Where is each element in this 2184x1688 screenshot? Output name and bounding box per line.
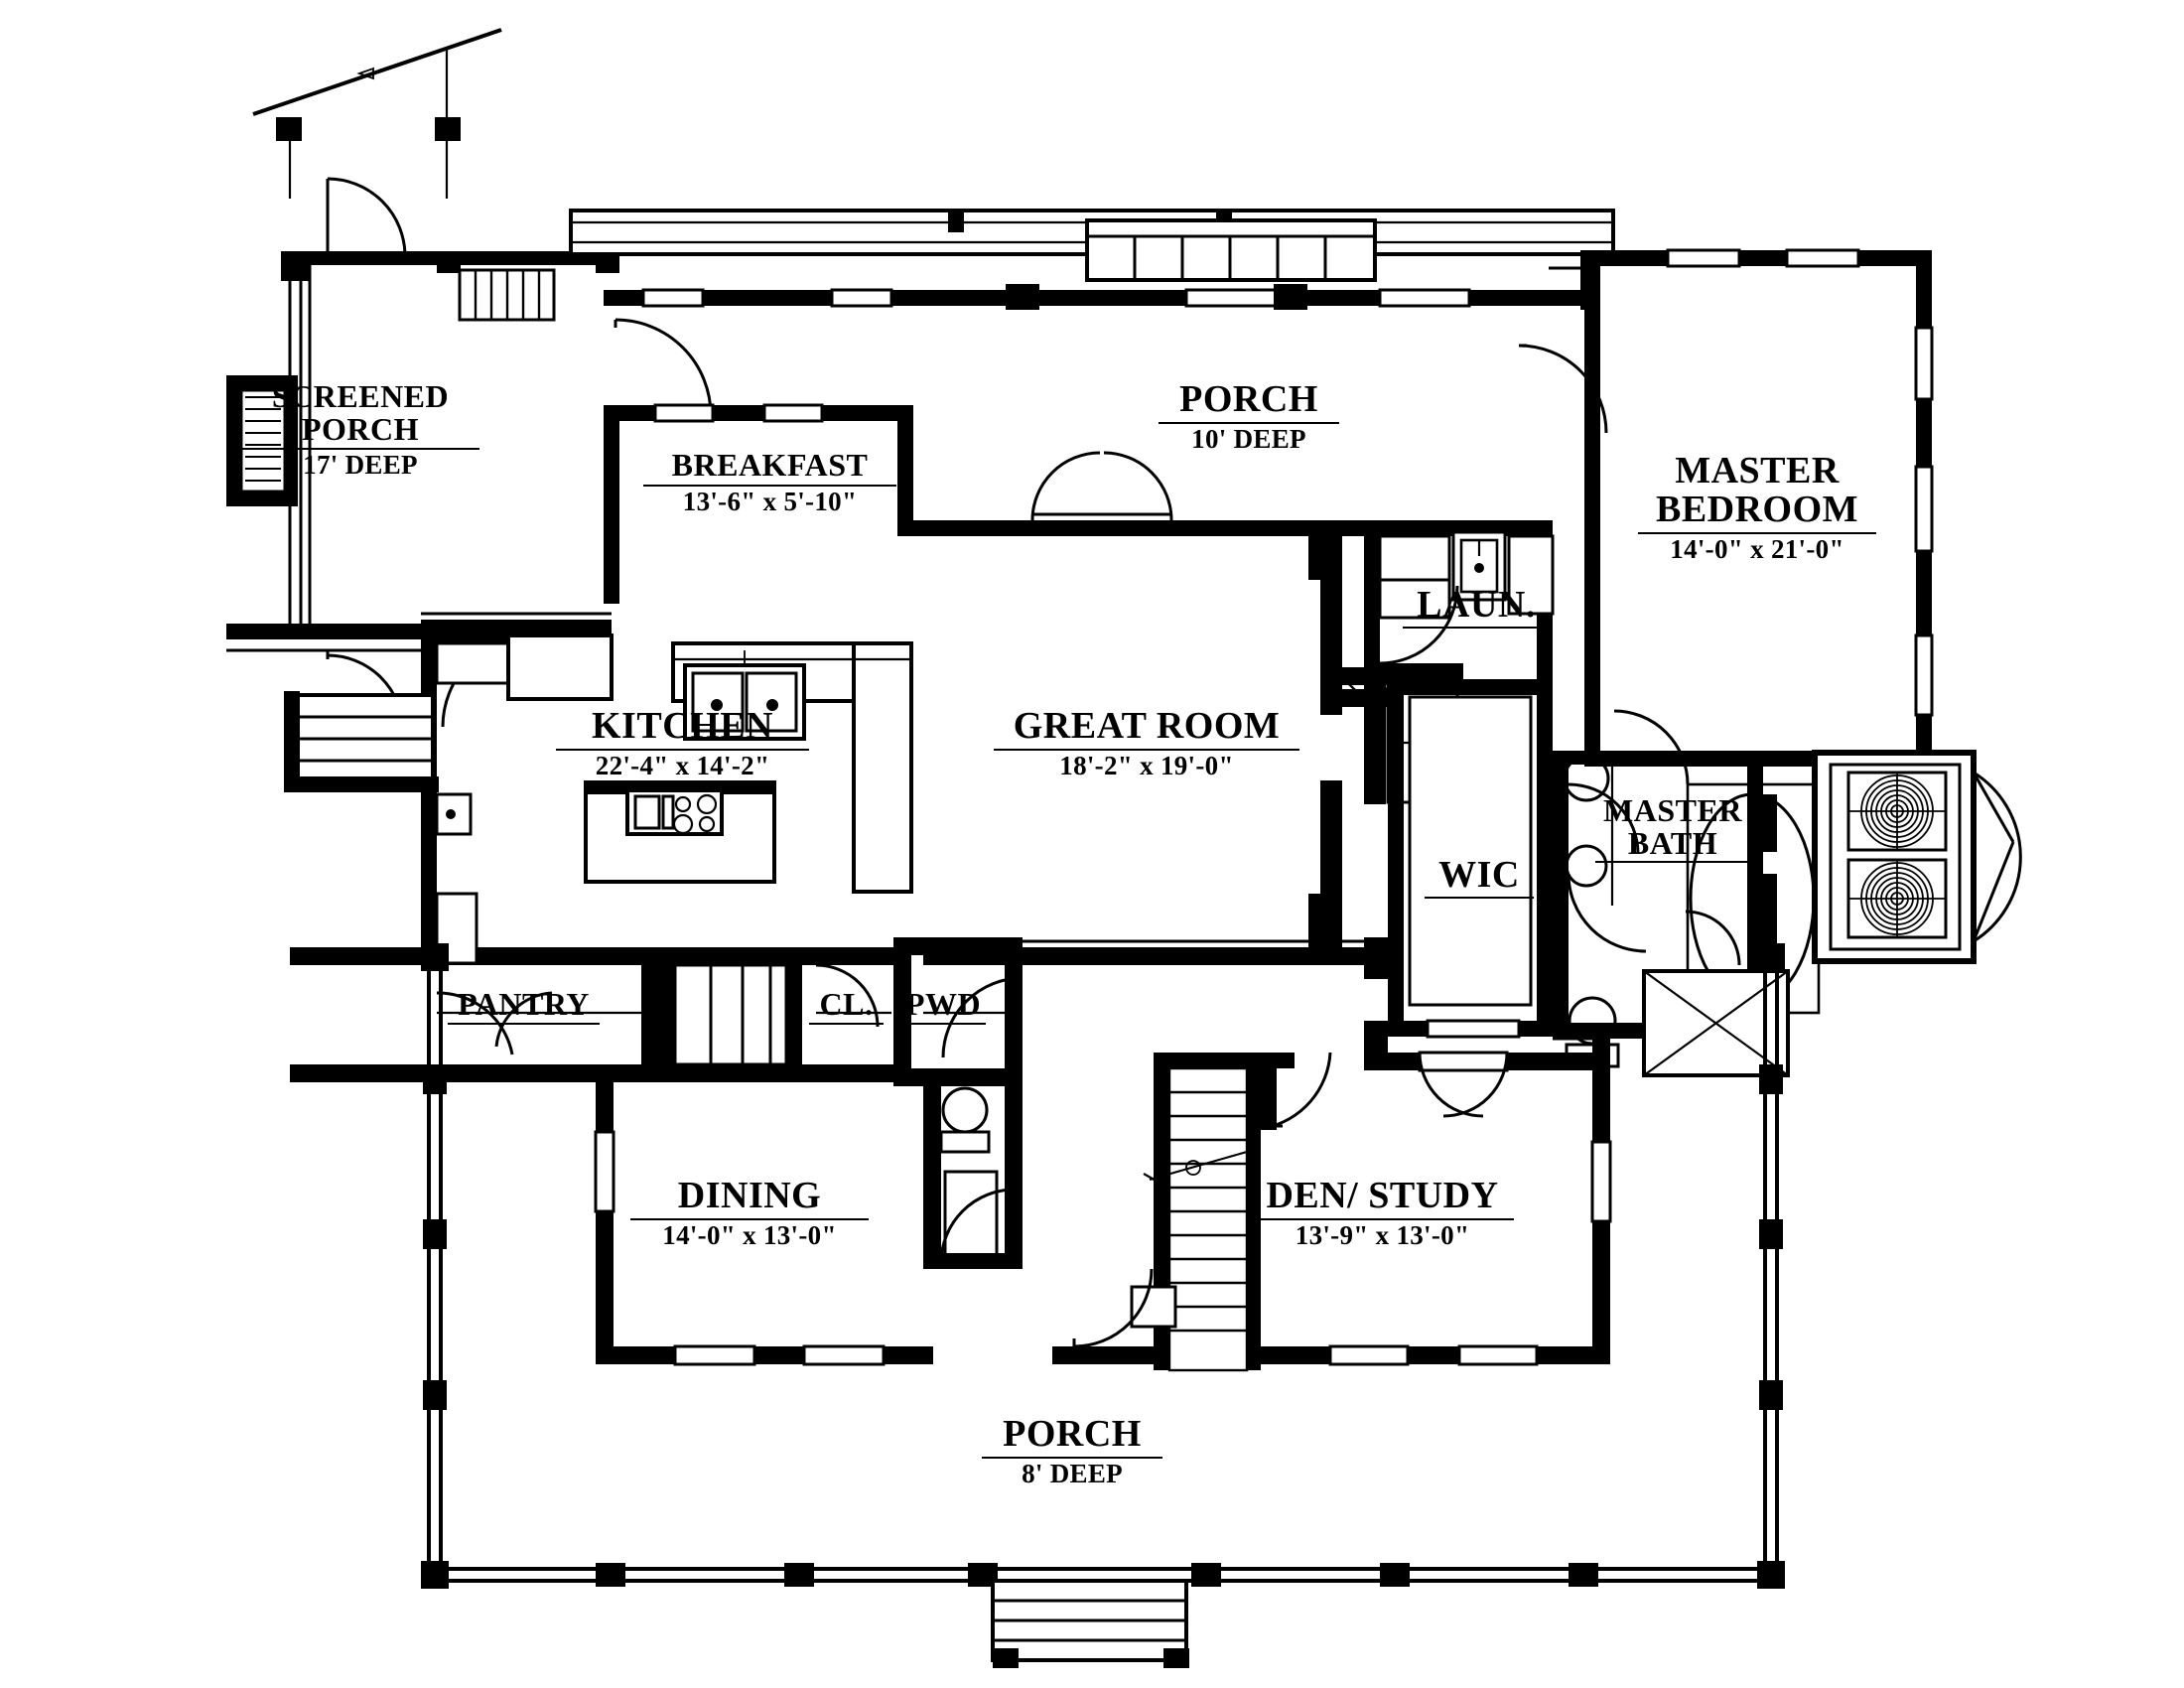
room-name-screened_porch: SCREENED PORCH <box>271 378 450 447</box>
room-name-laundry: LAUN. <box>1417 584 1536 626</box>
room-name-porch_rear: PORCH <box>1003 1413 1142 1455</box>
north-exterior-wall <box>604 284 1596 310</box>
kitchen-cabinetry <box>435 633 913 965</box>
hall-walls <box>1364 751 1612 1068</box>
room-label-powder: PWD <box>888 988 998 1027</box>
wic-closet <box>1388 679 1553 1039</box>
room-name-wic: WIC <box>1438 854 1520 896</box>
master-bath <box>1553 751 1821 1077</box>
room-name-den_study: DEN/ STUDY <box>1266 1175 1499 1216</box>
room-name-master_bedroom: MASTER BEDROOM <box>1655 450 1859 530</box>
room-dimension-dining: 14'-0" x 13'-0" <box>662 1219 837 1250</box>
room-rule-powder <box>900 1022 986 1025</box>
northeast-porch-wall <box>1549 250 1596 310</box>
front-steps <box>991 1579 1189 1668</box>
room-rule-master_bath <box>1595 861 1750 864</box>
room-dimension-den_study: 13'-9" x 13'-0" <box>1295 1219 1470 1250</box>
powder-room-fixtures <box>923 1086 1023 1269</box>
room-dimension-great_room: 18'-2" x 19'-0" <box>1059 750 1234 780</box>
room-name-breakfast: BREAKFAST <box>671 447 869 483</box>
dining-room-walls <box>594 1064 933 1366</box>
kitchen-passage <box>421 612 612 637</box>
side-steps <box>284 691 439 792</box>
room-name-kitchen: KITCHEN <box>592 705 773 747</box>
room-name-closet: CL. <box>819 986 874 1022</box>
room-rule-laundry <box>1402 626 1551 629</box>
room-label-laundry: LAUN. <box>1382 586 1570 631</box>
room-rule-breakfast <box>643 484 896 487</box>
room-dimension-porch_rear: 8' DEEP <box>1022 1458 1123 1488</box>
room-label-master_bath: MASTER BATH <box>1573 794 1772 865</box>
room-rule-great_room <box>994 748 1299 751</box>
room-dimension-master_bedroom: 14'-0" x 21'-0" <box>1670 533 1844 564</box>
room-rule-pantry <box>448 1022 600 1025</box>
room-rule-closet <box>809 1022 884 1025</box>
room-dimension-kitchen: 22'-4" x 14'-2" <box>595 750 770 780</box>
room-dimension-screened_porch: 17' DEEP <box>303 450 418 481</box>
room-name-porch_front: PORCH <box>1179 378 1318 420</box>
room-name-dining: DINING <box>677 1175 822 1216</box>
ramp-detail <box>252 28 502 199</box>
room-dimension-porch_front: 10' DEEP <box>1191 423 1306 454</box>
room-rule-porch_front <box>1158 421 1340 424</box>
room-rule-screened_porch <box>241 448 479 451</box>
pantry-closet-details <box>436 963 1024 1066</box>
east-storage-closet <box>1812 750 2022 964</box>
east-exterior-lower <box>1553 1037 1610 1098</box>
room-rule-wic <box>1425 896 1534 899</box>
room-rule-porch_rear <box>981 1456 1163 1459</box>
room-name-powder: PWD <box>904 986 982 1022</box>
room-name-great_room: GREAT ROOM <box>1013 705 1281 747</box>
room-name-master_bath: MASTER BATH <box>1603 792 1742 861</box>
room-label-pantry: PANTRY <box>427 988 620 1027</box>
great-room-east-wall <box>1308 520 1326 965</box>
porch-window-band <box>1085 218 1377 282</box>
room-label-wic: WIC <box>1410 856 1549 901</box>
room-rule-den_study <box>1251 1217 1514 1220</box>
den-study-walls <box>1052 1051 1612 1366</box>
room-label-closet: CL. <box>799 988 893 1027</box>
room-dimension-breakfast: 13'-6" x 5'-10" <box>682 486 858 516</box>
room-rule-dining <box>630 1217 869 1220</box>
room-name-pantry: PANTRY <box>458 986 590 1022</box>
room-rule-kitchen <box>556 748 809 751</box>
screened-porch-structure <box>226 177 713 732</box>
room-rule-master_bedroom <box>1638 531 1876 534</box>
